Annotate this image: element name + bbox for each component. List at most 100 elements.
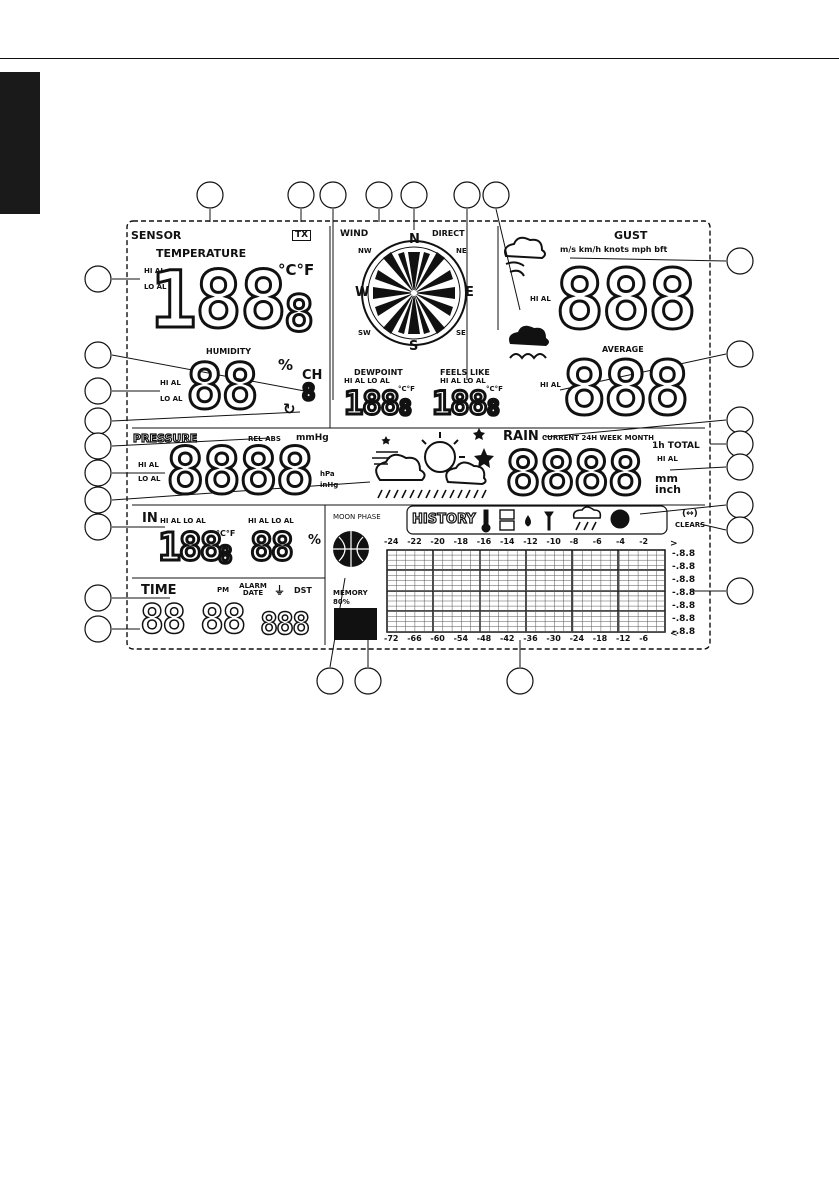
moon-phase-icon	[333, 531, 369, 567]
right-scale-tick: -.8.8	[672, 549, 696, 559]
bottom-axis-tick: -42	[500, 634, 515, 643]
indoor-label: IN	[142, 511, 158, 526]
feels-like-hi-lo: HI AL LO AL	[440, 377, 486, 385]
stars-icon	[381, 428, 494, 468]
time-label: TIME	[141, 583, 177, 598]
memory-percent: 80%	[333, 598, 350, 606]
compass-s: S	[409, 339, 419, 354]
callout-circle	[400, 181, 428, 209]
hpa-label: hPa	[320, 470, 335, 478]
wind-label: WIND	[340, 229, 369, 239]
indoor-hum-hi-lo: HI AL LO AL	[248, 517, 294, 525]
compass-n: N	[409, 232, 420, 247]
humidity-unit: %	[278, 356, 294, 374]
temp-hi-al: HI AL	[144, 267, 165, 275]
bottom-axis-tick: -6	[639, 634, 649, 643]
indoor-temp-hi-lo: HI AL LO AL	[160, 517, 206, 525]
bottom-axis-tick: -60	[430, 634, 445, 643]
pressure-lo-al: LO AL	[138, 475, 161, 483]
gust-cloud-icon	[504, 236, 546, 277]
time-minutes: 88	[199, 597, 247, 643]
callout-circle	[84, 615, 112, 643]
bottom-axis-tick: -30	[546, 634, 561, 643]
callout-circle	[726, 406, 754, 434]
right-scale-tick: -.8.8	[672, 627, 696, 637]
callout-circle	[726, 430, 754, 458]
temp-lo-al: LO AL	[144, 283, 167, 291]
callout-circle	[726, 453, 754, 481]
right-scale-tick: -.8.8	[672, 575, 696, 585]
top-axis-tick: -2	[639, 537, 649, 546]
rain-mm-unit: mm	[655, 472, 678, 485]
pm-label: PM	[217, 586, 230, 594]
humidity-lo-al: LO AL	[160, 395, 183, 403]
feels-like-unit: °C°F	[486, 385, 503, 393]
moon-phase-label: MOON PHASE	[333, 513, 381, 521]
scale-top-arrow: >	[670, 539, 678, 549]
top-axis-tick: -24	[384, 537, 399, 546]
pressure-hi-al: HI AL	[138, 461, 159, 469]
top-axis-tick: -16	[476, 537, 492, 546]
callout-circle	[365, 181, 393, 209]
clears-label: CLEARS	[675, 521, 706, 529]
bottom-axis-tick: -54	[453, 634, 469, 643]
forecast-sun-cloud-icon	[372, 432, 487, 486]
direct-label: DIRECT	[432, 229, 465, 238]
bottom-axis-tick: -18	[592, 634, 608, 643]
callout-circle	[84, 341, 112, 369]
indoor-temp-unit: °C°F	[216, 529, 236, 538]
rain-hi-al: HI AL	[657, 455, 678, 463]
gust-label: GUST	[614, 229, 648, 242]
time-seconds: 888	[259, 607, 311, 642]
temperature-decimal-digit: 8	[282, 285, 317, 343]
bottom-axis-tick: -66	[407, 634, 422, 643]
inhg-label: inHg	[320, 481, 339, 489]
rain-inch-unit: inch	[655, 483, 681, 496]
top-rule	[0, 58, 839, 59]
radio-signal-icon: ⏚	[274, 584, 285, 597]
dst-label: DST	[294, 586, 312, 595]
dewpoint-hi-lo: HI AL LO AL	[344, 377, 390, 385]
callout-circle	[726, 491, 754, 519]
compass-ne: NE	[456, 247, 467, 255]
average-hi-al: HI AL	[540, 381, 561, 389]
bottom-axis-tick: -12	[616, 634, 631, 643]
right-scale-tick: -.8.8	[672, 588, 696, 598]
pressure-unit: mmHg	[296, 433, 329, 443]
callout-circle	[84, 513, 112, 541]
indoor-temp-digits: 188	[157, 525, 225, 569]
top-axis-tick: -12	[523, 537, 538, 546]
feels-like-digits: 188	[431, 384, 490, 422]
bottom-axis-tick: -48	[476, 634, 492, 643]
gust-units: m/s km/h knots mph bft	[560, 245, 668, 254]
callout-circle	[84, 265, 112, 293]
compass-se: SE	[456, 329, 466, 337]
callout-circle	[316, 667, 344, 695]
compass-sw: SW	[358, 329, 371, 337]
humidity-label: HUMIDITY	[206, 347, 251, 356]
temperature-digits: 188	[149, 256, 289, 346]
callout-circle	[726, 516, 754, 544]
average-digits: 888	[561, 346, 692, 432]
channel-cycle-icon: ↻	[283, 400, 296, 418]
indoor-hum-unit: %	[308, 533, 322, 548]
rel-abs-label: REL ABS	[248, 435, 281, 443]
dewpoint-label: DEWPOINT	[354, 368, 403, 377]
callout-circle	[84, 377, 112, 405]
rain-dashes-icon	[377, 489, 487, 499]
callout-circle	[482, 181, 510, 209]
history-label: HISTORY	[411, 512, 476, 527]
callout-circle	[319, 181, 347, 209]
memory-label: MEMORY	[333, 589, 368, 597]
right-scale-tick: -.8.8	[672, 614, 696, 624]
callout-circle	[506, 667, 534, 695]
top-axis-tick: -18	[453, 537, 469, 546]
dewpoint-unit: °C°F	[398, 385, 415, 393]
sensor-label: SENSOR	[131, 229, 182, 242]
dewpoint-decimal-digit: 8	[398, 396, 414, 420]
pressure-label: PRESSURE	[132, 432, 198, 445]
bottom-axis-tick: -72	[384, 634, 399, 643]
dewpoint-digits: 188	[343, 384, 402, 422]
top-axis-tick: -8	[569, 537, 579, 546]
